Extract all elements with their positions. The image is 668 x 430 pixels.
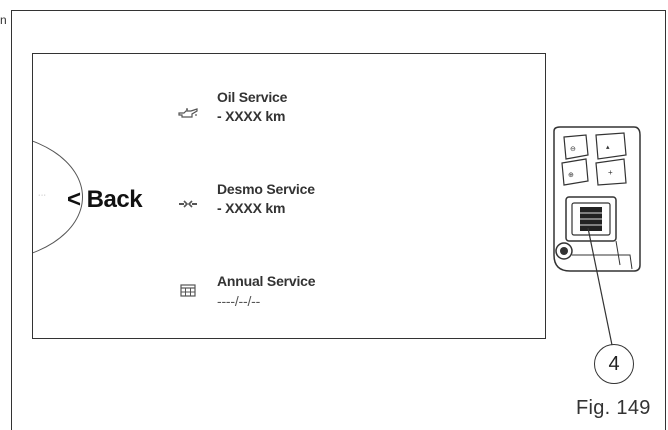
- oil-service-title: Oil Service: [217, 89, 288, 105]
- wrench-icon: [179, 200, 197, 208]
- corner-mark: n: [0, 13, 7, 27]
- svg-text:⊖: ⊖: [570, 146, 576, 153]
- callout-number: 4: [594, 344, 634, 384]
- figure-frame: [11, 10, 666, 430]
- svg-text:⊕: ⊕: [568, 172, 574, 179]
- dashboard-screen: ··· < Back Oil Service - XXXX km Desmo S…: [32, 53, 546, 339]
- annual-service-title: Annual Service: [217, 273, 316, 289]
- back-indicator: ···: [38, 192, 47, 199]
- figure-label: Fig. 149: [576, 397, 651, 419]
- back-button[interactable]: < Back: [67, 186, 143, 213]
- desmo-service-value: - XXXX km: [217, 200, 286, 216]
- desmo-service-title: Desmo Service: [217, 181, 315, 197]
- oil-can-icon: [178, 108, 198, 118]
- svg-text:+: +: [608, 168, 613, 177]
- annual-service-value: ----/--/--: [217, 293, 261, 309]
- switchgear-icon: ⊖ ⊕ ▴ +: [553, 126, 641, 272]
- calendar-icon: [180, 284, 196, 297]
- oil-service-value: - XXXX km: [217, 108, 286, 124]
- svg-text:▴: ▴: [606, 144, 610, 151]
